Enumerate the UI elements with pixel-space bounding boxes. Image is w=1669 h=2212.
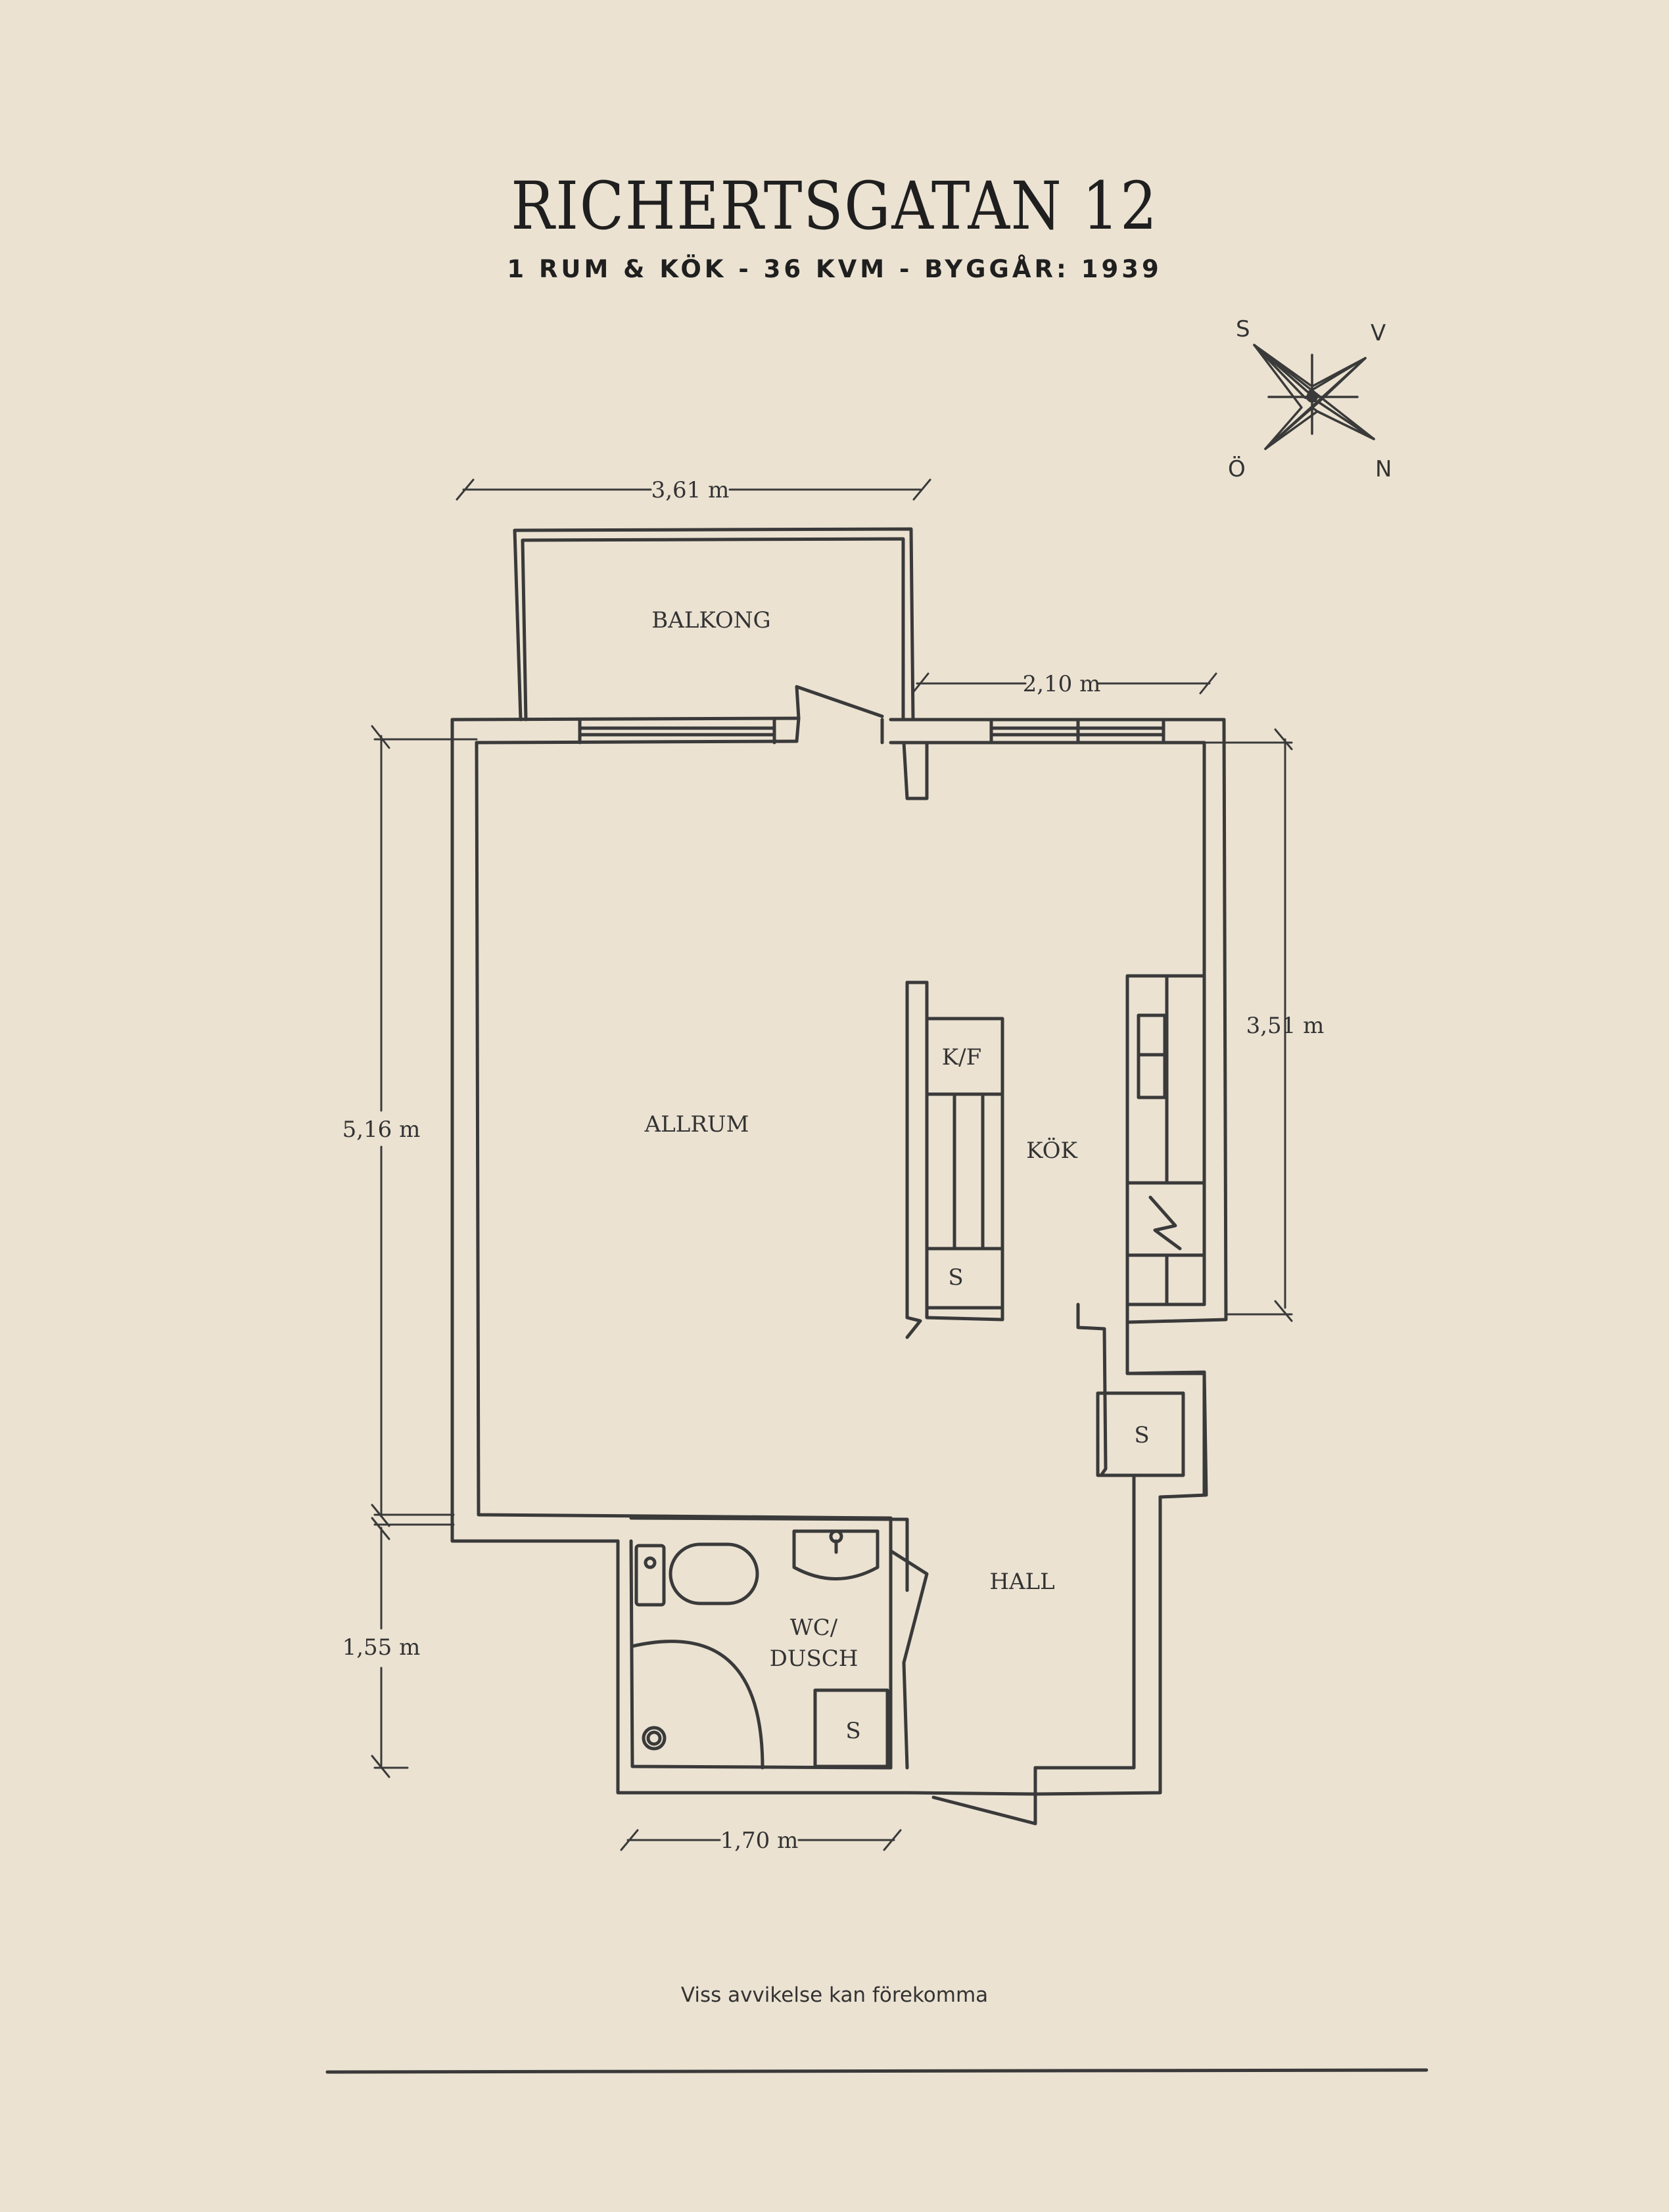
compass-label-v: V — [1371, 320, 1386, 346]
dimension-label-height-bath: 1,55 m — [342, 1634, 421, 1661]
storage-label-2: S — [1134, 1422, 1149, 1448]
compass-label-s: S — [1236, 316, 1250, 342]
disclaimer-text: Viss avvikelse kan förekomma — [680, 1983, 989, 2007]
bottom-rule — [325, 2068, 1428, 2074]
compass-rose-icon — [1253, 344, 1375, 450]
dimension-label-height-allrum: 5,16 m — [342, 1117, 421, 1143]
page-title: RICHERTSGATAN 12 — [511, 168, 1158, 244]
compass-label-n: N — [1375, 456, 1392, 482]
room-label-allrum: ALLRUM — [644, 1111, 749, 1138]
room-label-kok: KÖK — [1026, 1137, 1077, 1164]
room-label-kf: K/F — [942, 1044, 981, 1071]
outer-walls — [450, 685, 1228, 1543]
dimension-label-height-kitchen: 3,51 m — [1246, 1013, 1325, 1039]
storage-label-3: S — [845, 1718, 860, 1744]
dimension-label-width-balcony: 3,61 m — [651, 477, 730, 503]
dimension-lines — [371, 478, 1293, 1851]
page-subtitle: 1 RUM & KÖK - 36 KVM - BYGGÅR: 1939 — [507, 255, 1162, 283]
dimension-label-width-bath: 1,70 m — [720, 1828, 799, 1854]
storage-label-1: S — [948, 1264, 963, 1291]
room-label-balkong: BALKONG — [651, 607, 770, 634]
room-label-hall: HALL — [989, 1569, 1054, 1595]
kitchen-fixtures — [905, 974, 1208, 1826]
balcony-outline — [513, 527, 915, 722]
room-label-dusch: DUSCH — [770, 1646, 858, 1672]
room-label-wc: WC/ — [790, 1615, 838, 1641]
compass-label-o: Ö — [1228, 455, 1246, 482]
bathroom-fixtures — [616, 1516, 929, 1795]
dimension-label-width-kitchen: 2,10 m — [1023, 671, 1101, 697]
